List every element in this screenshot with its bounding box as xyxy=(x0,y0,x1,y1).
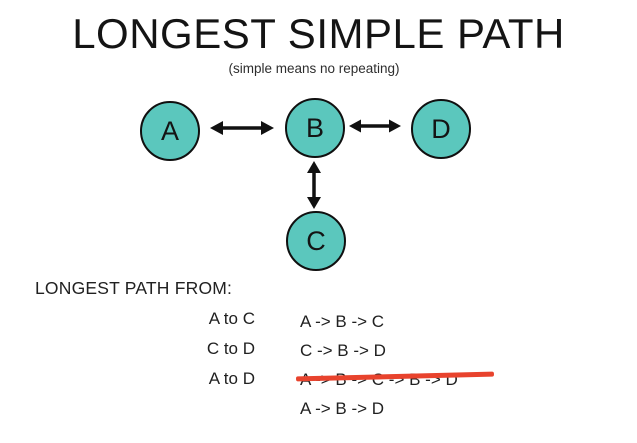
double-arrow-b-c-icon xyxy=(307,161,321,209)
path-query-c-to-d: C to D xyxy=(206,339,255,358)
path-answer: A -> B -> D xyxy=(300,399,385,418)
path-query-a-to-c: A to C xyxy=(208,309,255,328)
path-answer: A -> B -> C xyxy=(300,312,385,331)
path-query-column: A to C C to D A to D xyxy=(35,304,255,394)
graph-node-b: B xyxy=(285,98,345,158)
graph-node-c: C xyxy=(286,211,346,271)
node-d-label: D xyxy=(431,113,451,144)
page-subtitle: (simple means no repeating) xyxy=(228,61,400,76)
double-arrow-a-b-icon xyxy=(210,121,274,135)
graph-node-a: A xyxy=(140,101,200,161)
path-query-a-to-d: A to D xyxy=(208,369,255,388)
path-answer: C -> B -> D xyxy=(300,341,386,360)
path-answer-struck: A -> B -> C -> B -> D xyxy=(295,365,495,394)
node-b-label: B xyxy=(305,112,324,143)
path-answer-column: A -> B -> C C -> B -> D A -> B -> C -> B… xyxy=(295,307,495,423)
node-a-label: A xyxy=(160,115,179,146)
page-title: LONGEST SIMPLE PATH xyxy=(72,10,565,57)
double-arrow-b-d-icon xyxy=(349,119,401,133)
graph-node-d: D xyxy=(411,99,471,159)
longest-path-heading: LONGEST PATH FROM: xyxy=(35,278,233,298)
node-c-label: C xyxy=(306,225,326,256)
